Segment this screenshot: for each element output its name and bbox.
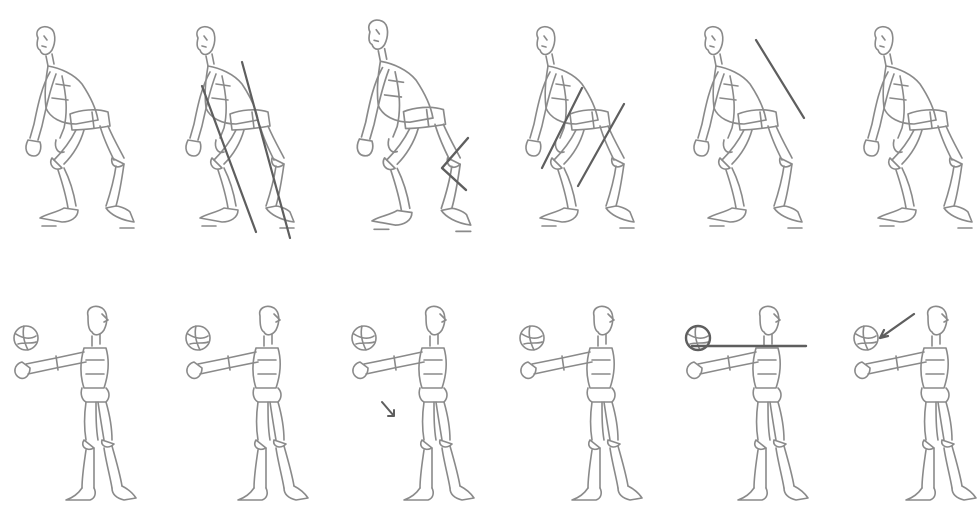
pass-frame-5: [686, 306, 808, 500]
stance-frame-1: [26, 27, 134, 228]
ball-arrow-guide: [880, 314, 914, 338]
stance-row: [26, 20, 972, 238]
hand-arrow-guide: [382, 402, 394, 416]
forearm-parallel-guide: [542, 88, 624, 186]
pass-frame-3: [352, 306, 474, 500]
pass-row: [14, 306, 976, 500]
knee-angle-guide: [442, 138, 468, 190]
pass-frame-1: [14, 306, 136, 500]
stance-frame-2: [186, 27, 294, 238]
pass-frame-2: [186, 306, 308, 500]
stance-frame-5: [694, 27, 804, 228]
pass-frame-4: [520, 306, 642, 500]
back-line-guide: [756, 40, 804, 118]
stance-frame-4: [526, 27, 634, 228]
pass-frame-6: [854, 306, 976, 500]
stance-frame-3: [357, 20, 470, 231]
stance-frame-6: [864, 27, 972, 228]
